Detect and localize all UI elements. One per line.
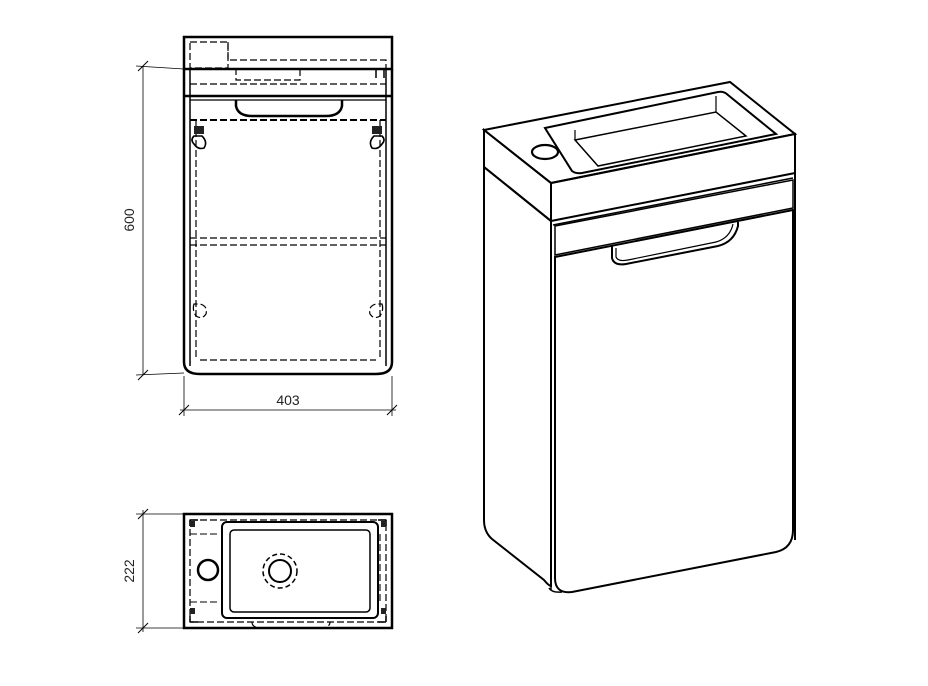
front-cabinet-outline bbox=[182, 69, 394, 376]
iso-handle-recess bbox=[611, 222, 739, 266]
iso-basin-bowl bbox=[543, 90, 779, 175]
iso-basin-front bbox=[550, 132, 796, 223]
depth-dimension: 222 bbox=[121, 508, 184, 634]
hinge-right-top bbox=[369, 126, 385, 150]
height-dimension: 600 bbox=[121, 60, 185, 381]
plan-drain bbox=[268, 559, 292, 583]
plan-basin-inner bbox=[229, 529, 371, 613]
width-dimension-label: 403 bbox=[276, 392, 300, 408]
iso-door-panel bbox=[554, 208, 794, 594]
iso-cabinet-side bbox=[483, 164, 552, 588]
plan-tap-hole bbox=[196, 558, 220, 582]
iso-tap-hole bbox=[530, 143, 560, 161]
front-elevation-view: 600 403 bbox=[121, 35, 398, 416]
front-basin-slab bbox=[182, 35, 394, 71]
front-handle-recess bbox=[234, 100, 344, 118]
hinge-left-top bbox=[191, 126, 207, 150]
width-dimension: 403 bbox=[178, 376, 398, 416]
isometric-view bbox=[481, 80, 798, 594]
depth-dimension-label: 222 bbox=[121, 559, 137, 583]
plan-drain-outer bbox=[262, 553, 298, 589]
plan-outline bbox=[182, 512, 394, 630]
plan-basin-outer bbox=[221, 521, 379, 619]
iso-drawer-panel bbox=[554, 179, 794, 256]
height-dimension-label: 600 bbox=[121, 208, 137, 232]
top-plan-view: 222 bbox=[121, 508, 394, 634]
